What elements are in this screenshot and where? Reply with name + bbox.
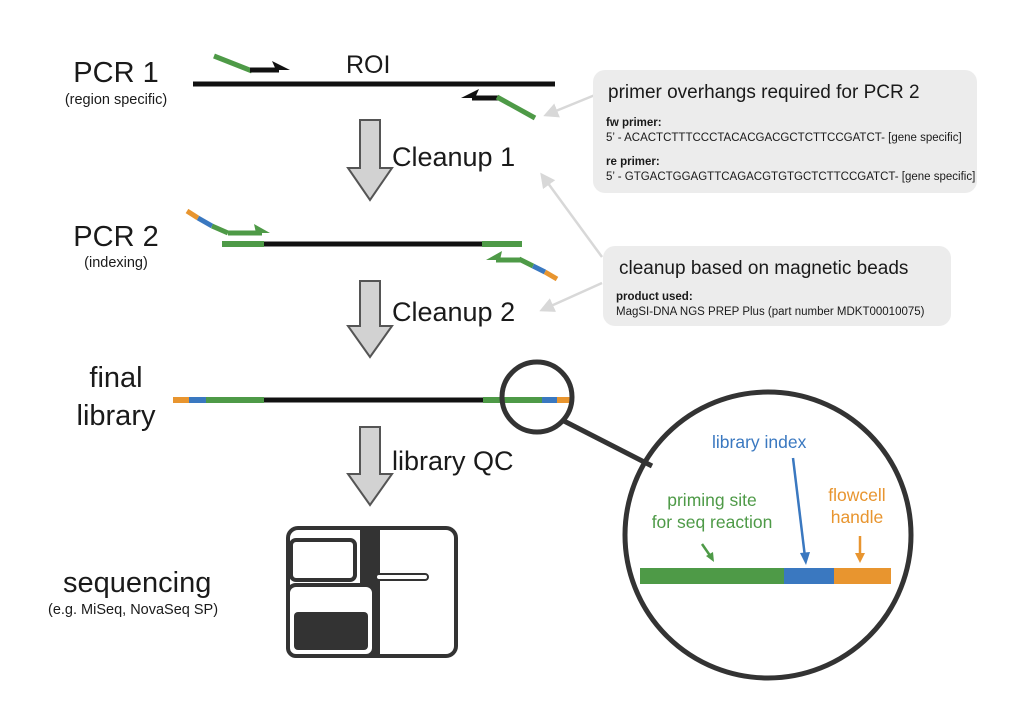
pcr2-fw-blue xyxy=(196,215,214,229)
magnifier xyxy=(499,359,914,681)
beads-callout-arrow-2 xyxy=(539,281,603,312)
re-primer-sequence: 5’ - GTGACTGGAGTTCAGACGTGTGCTCTTCCGATCT-… xyxy=(606,171,976,183)
magnifier-connector xyxy=(562,418,654,469)
pcr1-fw-primer-head xyxy=(272,61,290,70)
pcr2-re-blue xyxy=(531,263,547,275)
pcr2-re-orange xyxy=(543,269,559,282)
product-used-label: product used: xyxy=(616,291,693,303)
priming-site-label-line1: priming site xyxy=(667,490,757,510)
pcr1-subtitle: (region specific) xyxy=(64,92,168,108)
sequencing-subtitle: (e.g. MiSeq, NovaSeq SP) xyxy=(48,602,219,618)
primer-box-title: primer overhangs required for PCR 2 xyxy=(608,82,920,103)
pcr1-re-primer-head xyxy=(461,89,479,98)
pcr2-title: PCR 2 xyxy=(73,221,159,253)
flow-arrows xyxy=(346,119,394,507)
down-arrow-1 xyxy=(346,119,394,202)
transition-library-qc: library QC xyxy=(392,446,514,476)
flowcell-label-line2: handle xyxy=(830,507,884,527)
pcr1-title: PCR 1 xyxy=(73,57,159,89)
final-title-line1: final xyxy=(89,362,143,394)
pcr1-re-overhang xyxy=(495,94,537,121)
index-pointer xyxy=(791,457,807,558)
pcr1-fw-overhang xyxy=(213,53,253,74)
beads-callout-arrow-1 xyxy=(540,172,604,258)
pcr2-re-green xyxy=(517,256,535,269)
pcr2-subtitle: (indexing) xyxy=(84,255,148,271)
sequencing-title: sequencing xyxy=(63,567,212,599)
pcr2-fw-orange xyxy=(185,208,200,221)
transition-cleanup-2: Cleanup 2 xyxy=(392,297,516,327)
pcr2-fw-green xyxy=(210,223,230,236)
product-name: MagSI-DNA NGS PREP Plus (part number MDK… xyxy=(616,306,925,318)
flowcell-label-line1: flowcell xyxy=(828,485,886,505)
transition-cleanup-1: Cleanup 1 xyxy=(392,142,516,172)
magnifier-large-circle xyxy=(622,389,914,681)
fw-primer-label: fw primer: xyxy=(606,117,662,129)
roi-label: ROI xyxy=(346,51,391,79)
library-index-label: library index xyxy=(712,432,807,452)
callout-arrows xyxy=(539,93,604,312)
re-primer-label: re primer: xyxy=(606,156,660,168)
primer-overhangs-box: primer overhangs required for PCR 2 fw p… xyxy=(593,70,977,193)
priming-site-label-line2: for seq reaction xyxy=(651,512,773,532)
beads-box-title: cleanup based on magnetic beads xyxy=(619,258,909,279)
pcr2-fw-primer-head xyxy=(254,224,270,233)
pcr2-construct xyxy=(185,208,559,282)
sequencer-icon xyxy=(286,526,458,658)
final-title-line2: library xyxy=(76,400,156,432)
down-arrow-2 xyxy=(346,280,394,359)
primer-callout-arrow xyxy=(543,93,596,118)
down-arrow-3 xyxy=(346,426,394,507)
fw-primer-sequence: 5’ - ACACTCTTTCCCTACACGACGCTCTTCCGATCT- … xyxy=(606,132,962,144)
magnetic-beads-box: cleanup based on magnetic beads product … xyxy=(603,246,951,326)
pcr1-construct xyxy=(193,53,555,121)
pcr2-re-primer-head xyxy=(486,251,502,260)
magnifier-small-circle xyxy=(499,359,575,435)
